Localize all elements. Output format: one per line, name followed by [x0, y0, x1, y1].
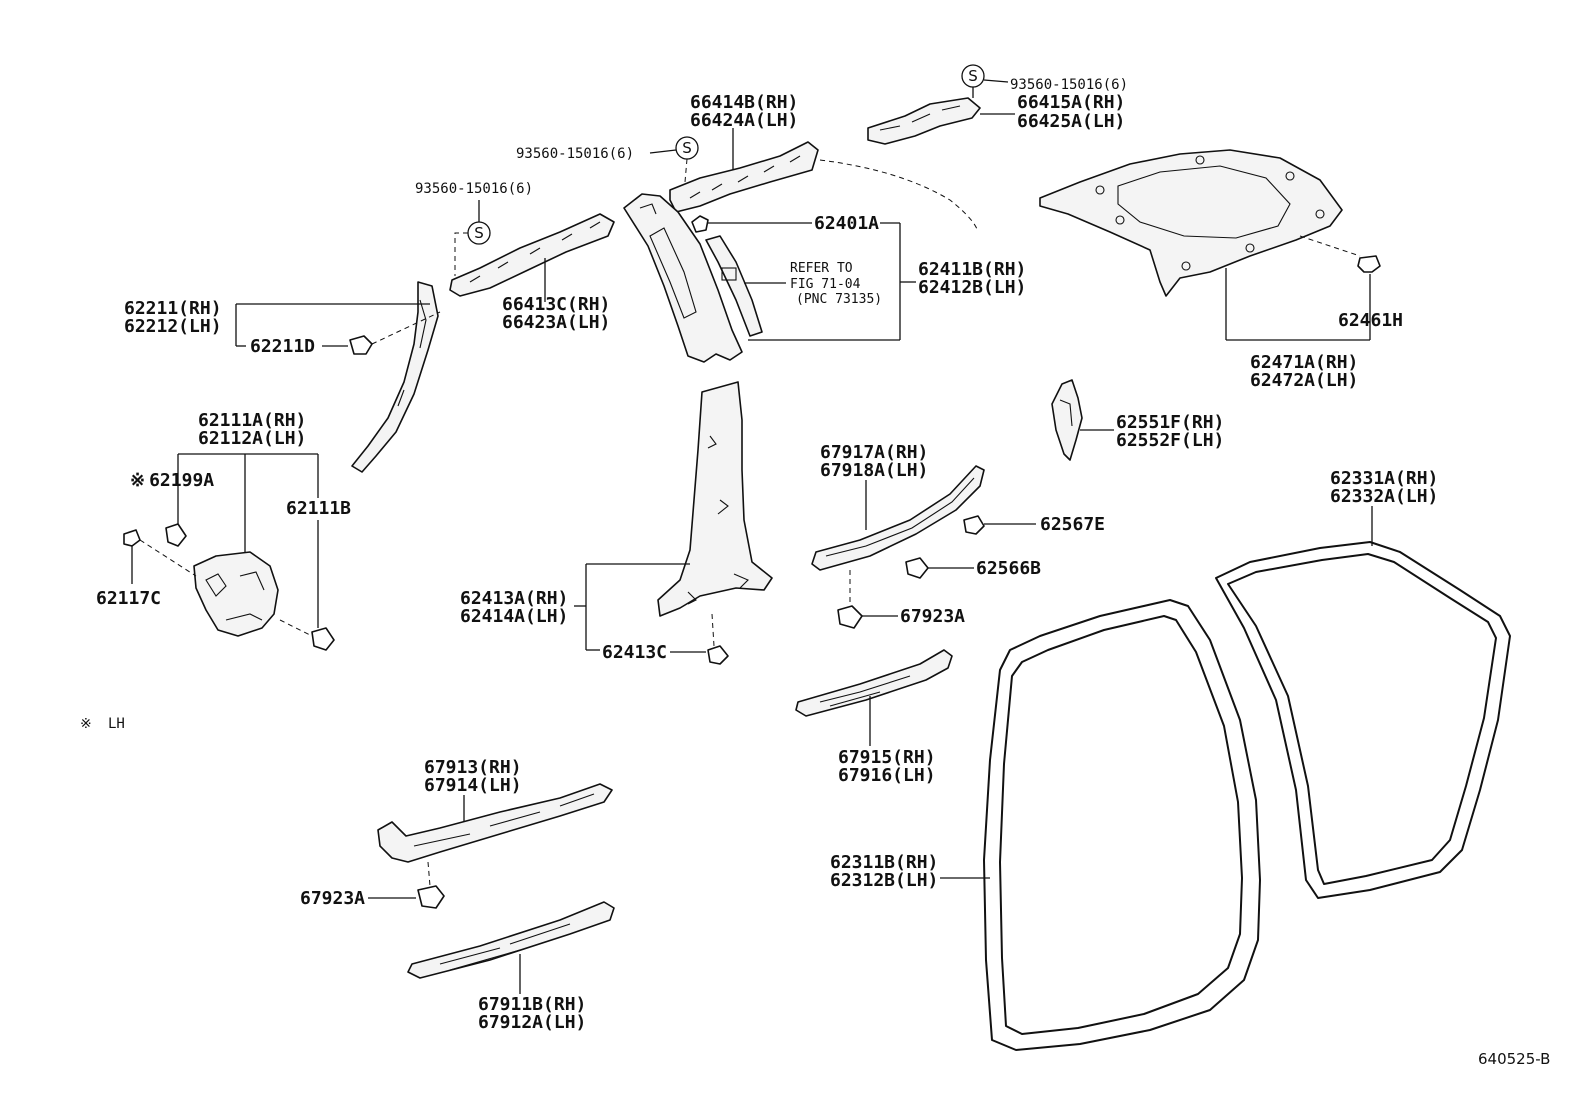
- label-62312B: 62312B(LH): [830, 870, 938, 891]
- label-62199A: ※62199A: [130, 470, 214, 491]
- label-67911B: 67911B(RH): [478, 994, 586, 1015]
- part-62461H-clip: 62461H: [1299, 235, 1403, 331]
- part-67911B-scuff: 67911B(RH) 67912A(LH): [407, 901, 615, 1033]
- clip-67923A-left-icon: [417, 885, 445, 909]
- svg-text:S: S: [474, 224, 484, 242]
- label-62414A: 62414A(LH): [460, 606, 568, 627]
- part-62401A-clip: 62401A: [691, 213, 900, 234]
- label-62411B: 62411B(RH): [918, 259, 1026, 280]
- label-62111B: 62111B: [286, 498, 351, 519]
- part-66414B-bracket: 66414B(RH) 66424A(LH): [669, 92, 979, 233]
- label-62332A: 62332A(LH): [1330, 486, 1438, 507]
- part-67915-scuff: 67915(RH) 67916(LH): [795, 649, 953, 786]
- part-67923A-clip-left: 67923A: [300, 861, 445, 909]
- label-62311B: 62311B(RH): [830, 852, 938, 873]
- label-67913: 67913(RH): [424, 757, 522, 778]
- part-62471A-headlining: 62471A(RH) 62472A(LH): [1039, 149, 1371, 391]
- label-screw-mid: 93560-15016(6): [516, 146, 634, 162]
- label-67912A: 67912A(LH): [478, 1012, 586, 1033]
- clip-62567E-icon: [963, 515, 985, 535]
- screw-callout-mid: 93560-15016(6) S: [516, 136, 699, 183]
- part-67917A-scuff: 67917A(RH) 67918A(LH): [811, 442, 985, 602]
- clip-62111B-icon: [311, 627, 335, 651]
- label-screw-left: 93560-15016(6): [415, 181, 533, 197]
- label-67914: 67914(LH): [424, 775, 522, 796]
- part-66413C-bracket: 66413C(RH) 66423A(LH): [449, 213, 615, 333]
- label-62552F: 62552F(LH): [1116, 430, 1224, 451]
- label-62566B: 62566B: [976, 558, 1041, 579]
- part-62551F-cover: 62551F(RH) 62552F(LH): [1051, 379, 1224, 461]
- label-62111A: 62111A(RH): [198, 410, 306, 431]
- part-67923A-clip-right: 67923A: [837, 605, 965, 629]
- label-66425A: 66425A(LH): [1017, 111, 1125, 132]
- label-62567E: 62567E: [1040, 514, 1105, 535]
- label-62412B: 62412B(LH): [918, 277, 1026, 298]
- label-66413C: 66413C(RH): [502, 294, 610, 315]
- clip-62413C-icon: [707, 645, 729, 665]
- svg-text:S: S: [682, 139, 692, 157]
- clip-67923A-icon: [837, 605, 863, 629]
- part-62411B-garnish: 62411B(RH) 62412B(LH): [623, 193, 1026, 363]
- part-62331A-weatherstrip: 62331A(RH) 62332A(LH): [1215, 468, 1511, 899]
- label-67917A: 67917A(RH): [820, 442, 928, 463]
- refer-note: REFER TO FIG 71-04 (PNC 73135): [744, 261, 882, 307]
- refer-line2: FIG 71-04: [790, 277, 861, 292]
- label-67915: 67915(RH): [838, 747, 936, 768]
- refer-line1: REFER TO: [790, 261, 853, 276]
- clip-62199A-icon: [165, 523, 187, 547]
- label-62112A: 62112A(LH): [198, 428, 306, 449]
- diagram-code: 640525-B: [1478, 1050, 1550, 1068]
- part-62211-garnish: 62211(RH) 62212(LH) 62211D: [124, 281, 441, 473]
- label-67916: 67916(LH): [838, 765, 936, 786]
- part-66415A-bracket: 66415A(RH) 66425A(LH): [867, 92, 1125, 145]
- label-66414B: 66414B(RH): [690, 92, 798, 113]
- label-67923A-right: 67923A: [900, 606, 965, 627]
- label-62413C: 62413C: [602, 642, 667, 663]
- part-62566B-clip: 62566B: [905, 557, 1041, 579]
- screw-callout-left: 93560-15016(6) S: [415, 181, 533, 276]
- label-62413A: 62413A(RH): [460, 588, 568, 609]
- label-screw-top-right: 93560-15016(6): [1010, 77, 1128, 93]
- clip-62117C-icon: [123, 529, 141, 547]
- label-66423A: 66423A(LH): [502, 312, 610, 333]
- part-62111A-cowl-trim: 62111A(RH) 62112A(LH) ※62199A 62111B 621…: [96, 410, 351, 651]
- label-62471A: 62471A(RH): [1250, 352, 1358, 373]
- refer-line3: (PNC 73135): [796, 292, 882, 307]
- part-62567E-clip: 62567E: [963, 514, 1105, 535]
- lh-note: ※ LH: [80, 716, 125, 732]
- lh-note-text: LH: [108, 716, 125, 732]
- label-62472A: 62472A(LH): [1250, 370, 1358, 391]
- part-67913-scuff: 67913(RH) 67914(LH): [377, 757, 613, 863]
- part-62311B-weatherstrip: 62311B(RH) 62312B(LH): [830, 599, 1261, 1051]
- label-62461H: 62461H: [1338, 310, 1403, 331]
- label-62212: 62212(LH): [124, 316, 222, 337]
- part-62413A-lower-garnish: 62413A(RH) 62414A(LH) 62413C: [460, 381, 773, 665]
- clip-62211D-icon: [349, 335, 373, 355]
- label-62331A: 62331A(RH): [1330, 468, 1438, 489]
- label-62551F: 62551F(RH): [1116, 412, 1224, 433]
- label-62401A: 62401A: [814, 213, 879, 234]
- label-62211: 62211(RH): [124, 298, 222, 319]
- lh-note-mark: ※: [80, 716, 92, 732]
- label-66415A: 66415A(RH): [1017, 92, 1125, 113]
- label-62117C: 62117C: [96, 588, 161, 609]
- label-62211D: 62211D: [250, 336, 315, 357]
- clip-62566B-icon: [905, 557, 929, 579]
- screw-callout-top-right: S 93560-15016(6): [961, 64, 1128, 98]
- clip-62461H-icon: [1357, 255, 1381, 273]
- label-66424A: 66424A(LH): [690, 110, 798, 131]
- label-67923A-left: 67923A: [300, 888, 365, 909]
- svg-text:S: S: [968, 67, 978, 85]
- label-67918A: 67918A(LH): [820, 460, 928, 481]
